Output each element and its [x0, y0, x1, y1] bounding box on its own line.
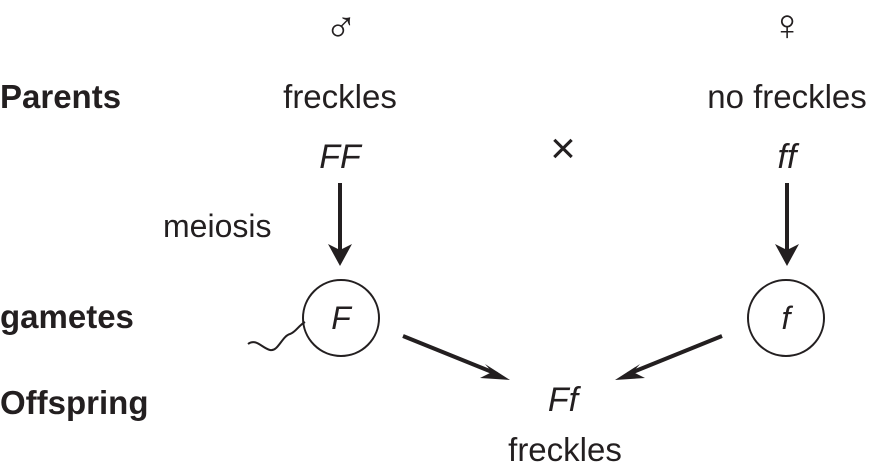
meiosis-label: meiosis: [163, 208, 272, 244]
female-gamete-circle-icon: [747, 279, 825, 357]
male-to-offspring-arrow-icon: [402, 334, 510, 380]
female-phenotype: no freckles: [707, 78, 867, 115]
male-phenotype: freckles: [283, 78, 397, 115]
female-to-offspring-arrow-icon: [615, 334, 723, 380]
row-label-offspring: Offspring: [0, 384, 149, 421]
row-label-gametes: gametes: [0, 298, 134, 335]
male-symbol-icon: ♂: [324, 3, 358, 52]
female-meiosis-arrow-icon: [775, 183, 799, 266]
offspring-genotype: Ff: [547, 381, 579, 419]
female-symbol-icon: ♀: [770, 1, 804, 50]
female-gamete-allele: f: [781, 300, 791, 336]
male-gamete-allele: F: [331, 300, 351, 336]
cross-symbol-icon: ×: [550, 124, 576, 173]
male-genotype: FF: [319, 138, 361, 176]
sperm-tail-icon: [247, 321, 306, 352]
male-meiosis-arrow-icon: [328, 183, 352, 266]
row-label-parents: Parents: [0, 78, 122, 115]
male-gamete-circle-icon: [302, 279, 380, 357]
offspring-phenotype: freckles: [508, 431, 622, 468]
female-genotype: ff: [777, 138, 797, 176]
